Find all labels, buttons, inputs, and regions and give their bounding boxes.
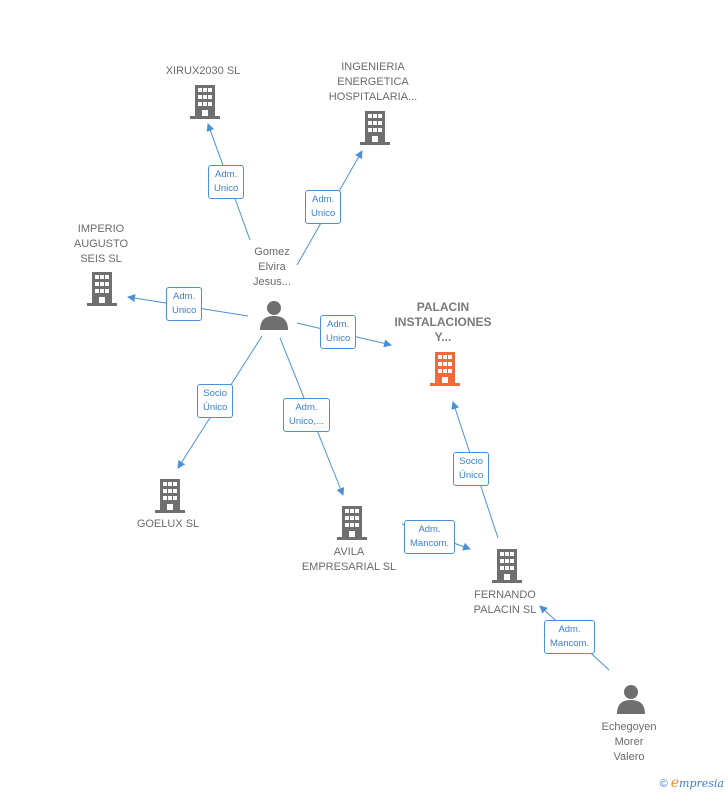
- building-icon[interactable]: [190, 85, 220, 119]
- edge-label-echegoyen-fernando: Adm.Mancom.: [544, 620, 596, 654]
- building-icon[interactable]: [155, 479, 185, 513]
- node-label-goelux[interactable]: GOELUX SL: [136, 518, 200, 530]
- person-icon[interactable]: [259, 300, 289, 330]
- node-label-xirux[interactable]: XIRUX2030 SL: [165, 65, 241, 77]
- node-label-imperio[interactable]: IMPERIO AUGUSTO SEIS SL: [73, 223, 129, 265]
- edge-label-gomez-imperio: Adm.Unico: [166, 287, 203, 321]
- person-icon[interactable]: [616, 684, 646, 714]
- edge-label-gomez-ingenieria: Adm.Unico: [305, 190, 342, 224]
- footer-brand: © empresia: [660, 775, 724, 791]
- edge-label-gomez-palacin: Adm.Unico: [320, 315, 357, 349]
- node-label-gomez[interactable]: Gomez Elvira Jesus...: [253, 246, 291, 288]
- node-label-palacin-instalaciones[interactable]: PALACIN INSTALACIONES Y...: [394, 300, 492, 344]
- focus-building-icon[interactable]: [430, 352, 460, 386]
- building-icon[interactable]: [492, 549, 522, 583]
- brand-logo: empresia: [670, 775, 724, 791]
- edge-label-gomez-avila: Adm.Unico,...: [283, 398, 330, 432]
- edge-label-gomez-xirux: Adm.Unico: [208, 165, 245, 199]
- building-icon[interactable]: [87, 272, 117, 306]
- building-icon[interactable]: [337, 506, 367, 540]
- node-label-fernando[interactable]: FERNANDO PALACIN SL: [473, 589, 537, 616]
- edge-label-avila-fernando: Adm.Mancom.: [404, 520, 456, 554]
- node-label-echegoyen[interactable]: Echegoyen Morer Valero: [601, 721, 657, 763]
- node-label-avila[interactable]: AVILA EMPRESARIAL SL: [301, 546, 397, 573]
- copyright-icon: ©: [659, 778, 668, 790]
- building-icon[interactable]: [360, 111, 390, 145]
- node-label-ingenieria[interactable]: INGENIERIA ENERGETICA HOSPITALARIA...: [328, 61, 418, 103]
